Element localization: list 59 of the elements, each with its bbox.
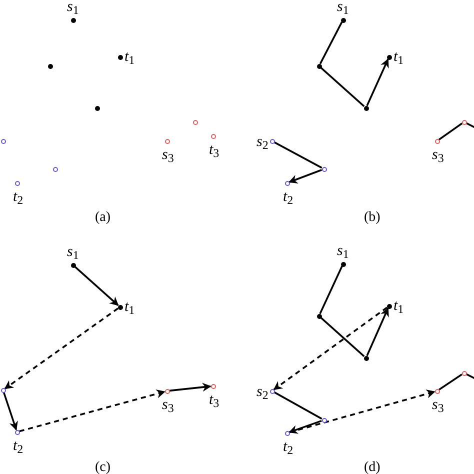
point-marker (462, 370, 466, 376)
point-marker (52, 166, 58, 172)
point-marker (322, 418, 326, 422)
line-segment (320, 317, 365, 357)
point-label: t$_{3}$ (209, 142, 220, 158)
arrow (288, 420, 322, 434)
point-label: t$_{1}$ (124, 300, 135, 314)
point-label: s$_{3}$ (432, 398, 444, 412)
point-label: t$_{1}$ (124, 50, 135, 64)
point-label: t$_{2}$ (13, 190, 24, 204)
point-label: s$_{3}$ (432, 148, 444, 162)
point-label: s$_{1}$ (67, 0, 79, 14)
line-segment (466, 122, 474, 131)
point-marker (94, 106, 100, 110)
panel-caption: (b) (364, 211, 380, 225)
arrow (74, 266, 119, 306)
point-marker (364, 356, 368, 360)
arrow (169, 382, 212, 392)
point-label: s$_{2}$ (256, 384, 268, 400)
point-label: t$_{1}$ (394, 50, 404, 64)
point-label: t$_{2}$ (283, 190, 294, 204)
point-marker (364, 106, 368, 110)
panel-caption: (a) (95, 211, 111, 225)
point-label: s$_{1}$ (67, 244, 79, 260)
point-marker (462, 120, 466, 124)
point-marker (192, 120, 198, 124)
line-segment (438, 122, 463, 140)
panel-caption: (d) (364, 461, 380, 474)
point-label: s$_{1}$ (337, 244, 349, 258)
arrow (2, 392, 18, 430)
dashed-arrow (289, 390, 436, 434)
arrow (366, 307, 389, 356)
point-marker (316, 314, 322, 318)
point-label: t$_{1}$ (394, 298, 404, 314)
dashed-arrow (19, 390, 166, 432)
point-label: s$_{3}$ (162, 398, 174, 412)
point-label: t$_{3}$ (209, 392, 220, 408)
line-segment (274, 141, 322, 169)
line-segment (466, 373, 474, 382)
point-label: t$_{2}$ (283, 440, 294, 454)
dashed-arrow (273, 306, 388, 390)
panel-caption: (c) (95, 461, 111, 474)
point-marker (316, 64, 322, 68)
point-label: s$_{2}$ (256, 134, 268, 150)
point-marker (0, 138, 6, 144)
dashed-arrow (4, 308, 119, 390)
point-label: s$_{1}$ (337, 0, 349, 14)
point-marker (0, 388, 6, 392)
point-marker (322, 166, 326, 172)
point-label: t$_{2}$ (13, 438, 24, 454)
arrow (288, 169, 322, 184)
line-segment (320, 67, 365, 107)
line-segment (319, 266, 343, 314)
line-segment (438, 374, 462, 390)
point-label: s$_{3}$ (162, 148, 174, 162)
line-segment (319, 22, 343, 64)
arrow (366, 58, 389, 106)
point-marker (48, 64, 52, 68)
line-segment (274, 391, 322, 420)
